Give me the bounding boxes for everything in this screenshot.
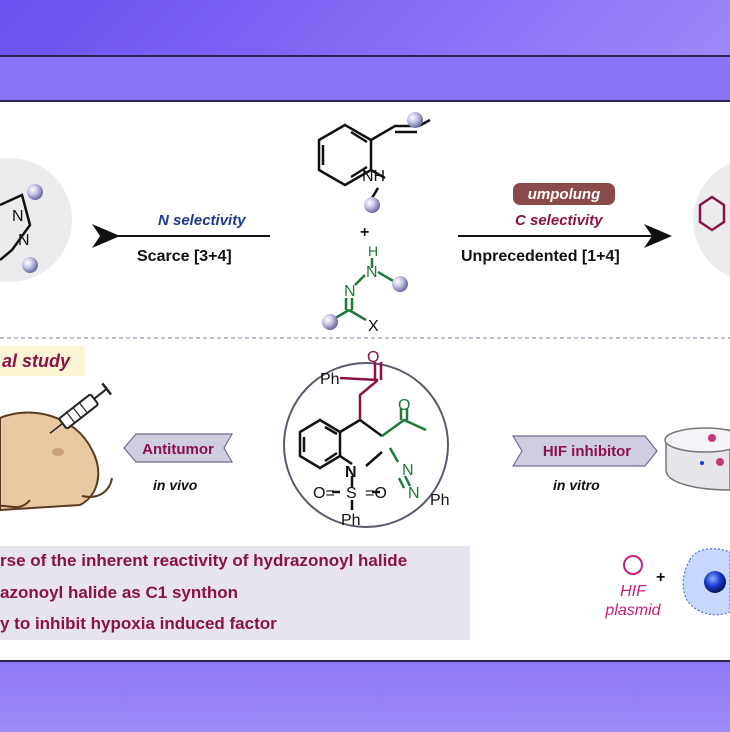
- mouse-illustration: [0, 411, 113, 512]
- substituent-ball: [364, 197, 380, 213]
- azo-nitrogen-2-label: N: [408, 485, 420, 502]
- left-product-n-mid: N: [18, 232, 30, 249]
- phenyl-bottom-label: Ph: [341, 512, 361, 529]
- ketone-oxygen-label: O: [367, 349, 379, 366]
- n-selectivity-label: N selectivity: [158, 212, 246, 229]
- note-line-3: y to inhibit hypoxia induced factor: [0, 614, 277, 633]
- notes-background: [0, 606, 470, 640]
- hif-label: HIF: [620, 583, 647, 600]
- unprecedented-reaction-label: Unprecedented [1+4]: [461, 248, 620, 265]
- scarce-reaction-label: Scarce [3+4]: [137, 248, 232, 265]
- in-vitro-label: in vitro: [553, 477, 600, 493]
- notes-background: [0, 546, 470, 576]
- substituent-ball: [22, 257, 38, 273]
- antitumor-label: Antitumor: [142, 441, 214, 458]
- halide-x-label: X: [368, 318, 379, 335]
- hydrazonoyl-halide-substrate: [331, 258, 396, 322]
- antitumor-banner: [123, 433, 234, 463]
- notes-background: [0, 576, 470, 606]
- phenyl-right-label: Ph: [430, 492, 450, 509]
- bottom-decorative-band: [0, 660, 730, 732]
- note-line-2: azonoyl halide as C1 synthon: [0, 583, 239, 602]
- substituent-ball: [392, 276, 408, 292]
- sulfur-label: S: [346, 485, 357, 502]
- study-label-highlight: [0, 346, 85, 376]
- top-decorative-band: [0, 0, 730, 55]
- c-selectivity-label: C selectivity: [515, 212, 603, 229]
- phenyl-top-label: Ph: [320, 371, 340, 388]
- hif-inhibitor-banner: [511, 435, 658, 467]
- hif-inhibitor-label: HIF inhibitor: [543, 443, 631, 460]
- left-product-n-top: N: [12, 208, 24, 225]
- plasmid-label: plasmid: [604, 602, 661, 619]
- substituent-ball: [27, 184, 43, 200]
- aniline-substrate: [317, 118, 431, 199]
- legend-plus-sign: +: [656, 569, 665, 586]
- substituent-ball: [322, 314, 338, 330]
- study-label: al study: [2, 351, 71, 371]
- plasmid-icon: [623, 555, 643, 575]
- indoline-nitrogen-label: N: [345, 464, 357, 481]
- in-vivo-label: in vivo: [153, 477, 198, 493]
- sulfonyl-oxygen-left-label: O=: [313, 485, 335, 502]
- header-bar: [0, 55, 730, 102]
- umpolung-badge: [513, 183, 615, 205]
- sulfonyl-oxygen-right-label: =O: [365, 485, 387, 502]
- umpolung-badge-label: umpolung: [528, 186, 600, 203]
- cell-illustration: [682, 548, 730, 616]
- azo-nitrogen-1-label: N: [402, 462, 414, 479]
- plus-sign: +: [360, 224, 369, 241]
- petri-dish-illustration: [664, 427, 730, 491]
- left-product-circle: N N: [0, 158, 72, 282]
- note-line-1: rse of the inherent reactivity of hydraz…: [0, 551, 408, 570]
- hydrazone-h-label: H: [368, 243, 378, 259]
- syringe-icon: [49, 382, 112, 434]
- hydrazone-n1-label: N: [366, 264, 378, 281]
- substituent-ball: [407, 112, 423, 128]
- hydrazone-n2-label: N: [344, 283, 356, 300]
- aniline-nh-label: NH: [362, 168, 385, 185]
- acetyl-oxygen-label: O: [398, 397, 410, 414]
- product-molecule: O Ph O N N N Ph S O= =O Ph: [283, 349, 450, 529]
- right-product-circle: [693, 163, 730, 277]
